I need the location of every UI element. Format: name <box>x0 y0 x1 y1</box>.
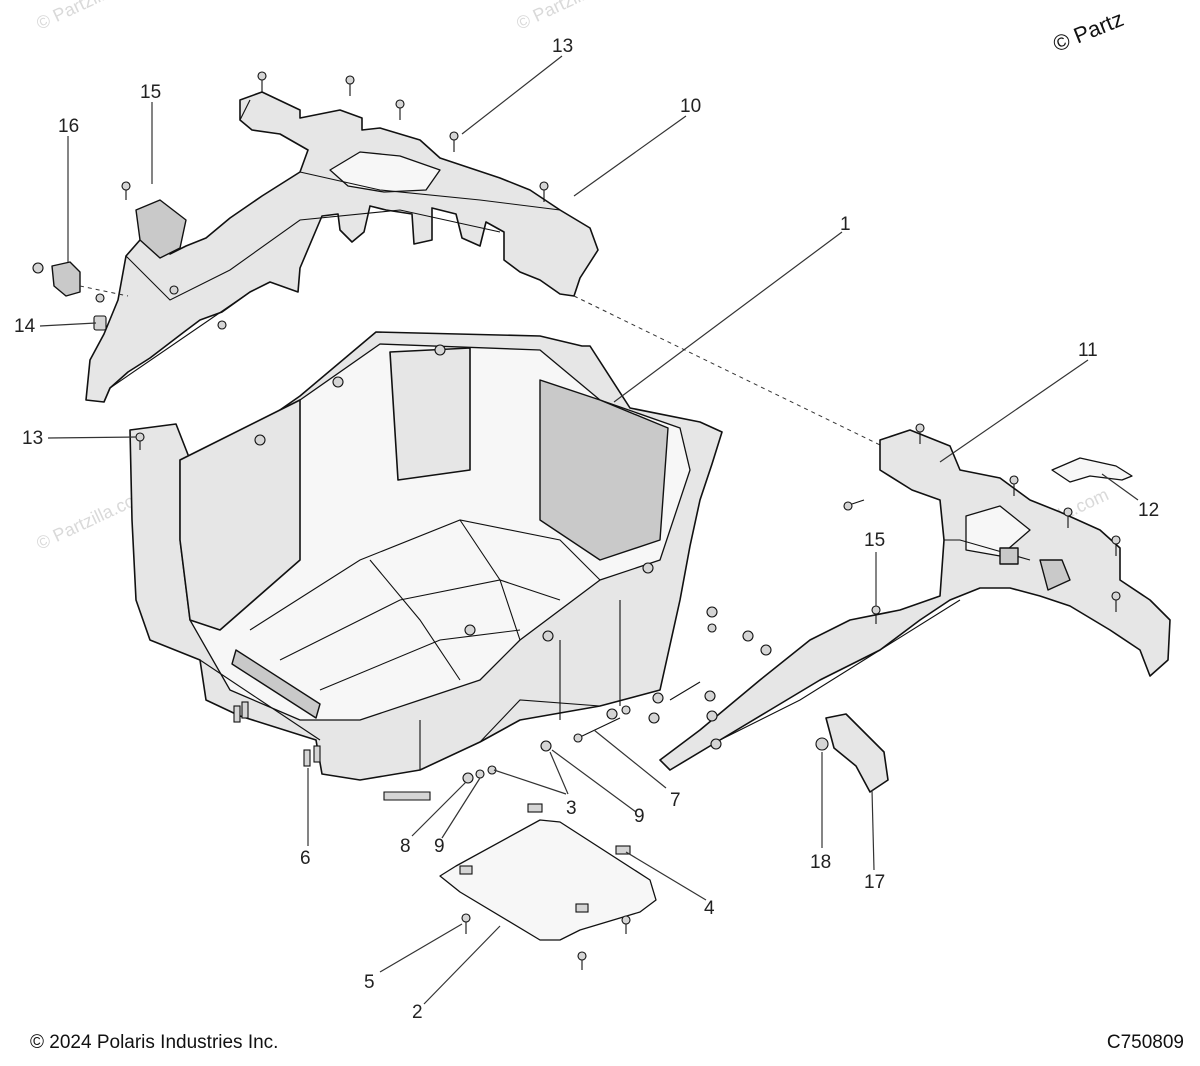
callout-7: 7 <box>670 790 681 811</box>
callout-12: 12 <box>1138 500 1159 521</box>
part-18-nut <box>815 737 829 751</box>
callout-11: 11 <box>1078 340 1098 361</box>
leader-lines <box>39 55 1139 1005</box>
callout-4: 4 <box>704 898 715 919</box>
callout-15-right: 15 <box>864 530 885 551</box>
part-10-upper-bracket <box>85 91 599 403</box>
callout-9-left: 9 <box>434 836 445 857</box>
part-12-plate <box>1051 457 1133 483</box>
bolt-7 <box>573 681 701 743</box>
part-1-cargo-box <box>129 331 723 781</box>
callout-5: 5 <box>364 972 375 993</box>
part-17-bracket <box>825 713 889 793</box>
callouts: 1 2 3 4 5 6 7 8 9 9 10 11 12 13 13 14 15… <box>14 36 1159 1023</box>
screw-13-group <box>135 71 1121 612</box>
callout-18: 18 <box>810 852 831 873</box>
watermark-top-left: © Partzilla.com <box>33 0 151 34</box>
callout-9-right: 9 <box>634 806 645 827</box>
copyright-text: © 2024 Polaris Industries Inc. <box>30 1032 279 1053</box>
callout-13-left: 13 <box>22 428 43 449</box>
callout-8: 8 <box>400 836 411 857</box>
callout-3: 3 <box>566 798 577 819</box>
callout-2: 2 <box>412 1002 423 1023</box>
callout-13-top: 13 <box>552 36 573 57</box>
callout-10: 10 <box>680 96 701 117</box>
figure-code: C750809 <box>1106 1032 1184 1053</box>
part-16-clip <box>32 261 81 297</box>
callout-15-left: 15 <box>140 82 161 103</box>
watermark-top-center: © Partzilla.com <box>513 0 631 34</box>
callout-6: 6 <box>300 848 311 869</box>
callout-16: 16 <box>58 116 79 137</box>
alignment-line <box>79 285 881 446</box>
callout-14: 14 <box>14 316 36 337</box>
callout-1: 1 <box>840 214 851 235</box>
callout-17: 17 <box>864 872 885 893</box>
part-11-right-bracket <box>659 429 1171 771</box>
bolt-6-group <box>233 701 321 767</box>
hardware <box>95 71 1121 970</box>
screw-5-group <box>461 913 631 970</box>
part-2-skid-plate <box>439 803 657 941</box>
screw-15-group <box>121 181 881 624</box>
